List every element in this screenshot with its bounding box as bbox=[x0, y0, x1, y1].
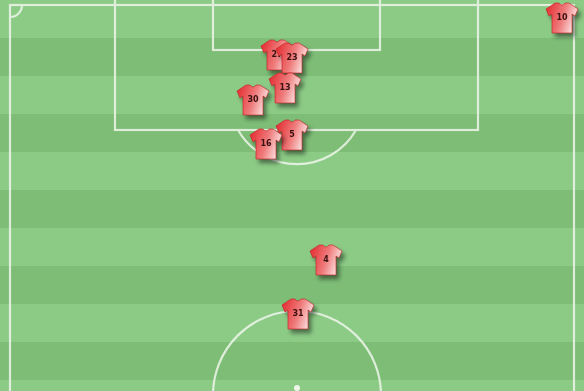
shirt-number: 16 bbox=[249, 127, 283, 148]
player-shirt: 13 bbox=[268, 71, 302, 105]
shirt-number: 10 bbox=[545, 1, 579, 22]
shirt-number: 31 bbox=[281, 297, 315, 318]
player-shirt: 30 bbox=[236, 83, 270, 117]
player-shirt: 16 bbox=[249, 127, 283, 161]
player-shirt: 10 bbox=[545, 1, 579, 35]
shirt-number: 13 bbox=[268, 71, 302, 92]
player-shirt: 23 bbox=[275, 41, 309, 75]
player-shirt: 4 bbox=[309, 243, 343, 277]
shirt-number: 4 bbox=[309, 243, 343, 264]
player-shirt: 31 bbox=[281, 297, 315, 331]
shirt-number: 30 bbox=[236, 83, 270, 104]
shirt-number: 23 bbox=[275, 41, 309, 62]
